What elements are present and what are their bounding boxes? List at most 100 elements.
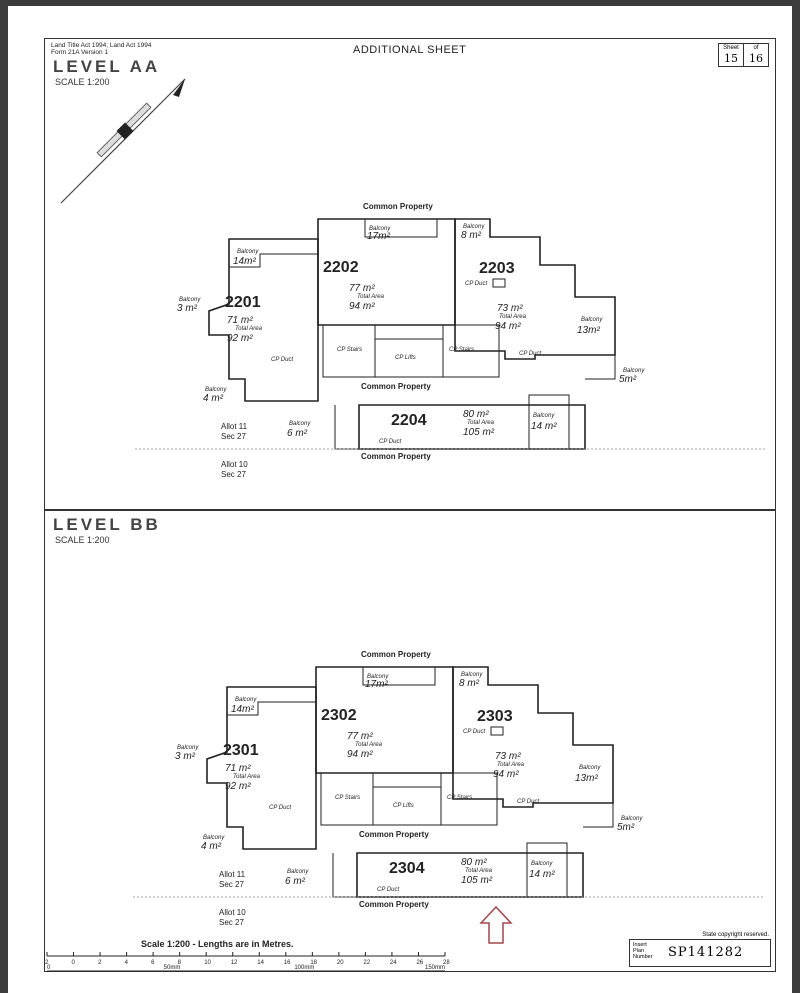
cp-stairs-label: CP Stairs [335,795,360,801]
balcony-area: 14 m² [531,421,557,432]
balcony-label: Balcony [621,816,643,822]
lot-2201-area: 71 m² [227,315,253,326]
lot-2204-label: 2204 [391,412,427,429]
level-bb-scale: SCALE 1:200 [55,535,110,545]
scale-tick-label: 2 [45,960,49,966]
balcony-label: Balcony [581,317,603,323]
balcony-area: 14 m² [529,869,555,880]
lot-2201-total-label: Total Area [235,326,263,332]
balcony-label: Balcony [203,835,225,841]
balcony-label: Balcony [463,224,485,230]
mm-tick-label: 50mm [164,965,181,971]
mm-tick-label: 0 [47,965,51,971]
mm-tick-label: 100mm [294,965,314,971]
lot-2303-outline [452,666,614,808]
balcony-label: Balcony [531,861,553,867]
plan-label-line: Number [633,954,653,960]
scale-tick-label: 4 [125,960,129,966]
balcony-label: Balcony [179,297,201,303]
balcony-area: 5m² [619,374,637,385]
balcony-label: Balcony [237,249,259,255]
lot-2203-outline [454,218,616,360]
lot-2303-area: 73 m² [495,751,521,762]
cp-duct-label: CP Duct [519,351,541,357]
plan-number-box: Insert Plan Number SP141282 [629,939,771,967]
balcony-label: Balcony [579,765,601,771]
balcony-label: Balcony [177,745,199,751]
cp-duct-label: CP Duct [379,439,401,445]
cp-stairs-label: CP Stairs [337,347,362,353]
level-aa-common-property-mid: Common Property [361,382,431,391]
cp-lifts-label: CP Lifts [393,803,414,809]
balcony-area: 3 m² [177,303,198,314]
scale-tick-label: 8 [178,960,182,966]
level-bb-common-property-bottom: Common Property [359,900,429,909]
section-label: Sec 27 [219,918,244,927]
lot-2204-total-label: Total Area [467,420,495,426]
level-aa-common-property-bottom: Common Property [361,452,431,461]
scale-tick-label: 24 [390,960,397,966]
act-line-1: Land Title Act 1994; Land Act 1994 [51,42,152,49]
up-arrow-annotation-icon [479,905,513,944]
balcony-area: 8 m² [461,230,482,241]
lot-2203-area: 73 m² [497,303,523,314]
cp-lifts-label: CP Lifts [395,355,416,361]
cp-duct-label: CP Duct [269,805,291,811]
scale-tick-label: 26 [416,960,423,966]
lot-2201-total: 92 m² [227,333,253,344]
cp-duct-label: CP Duct [377,887,399,893]
plan-number-label: Insert Plan Number [633,942,653,960]
lot-2203-total-label: Total Area [499,314,527,320]
balcony-area: 5m² [617,822,635,833]
lot-2302-area: 77 m² [347,731,373,742]
balcony-area: 6 m² [287,428,308,439]
balcony-area: 13m² [575,773,598,784]
balcony-label: Balcony [287,869,309,875]
lot-2301-total: 92 m² [225,781,251,792]
sheet-number: 15 [724,52,738,65]
allotment-label: Allot 10 [219,908,246,917]
lot-2303-total-label: Total Area [497,762,525,768]
lot-2303-total: 94 m² [493,769,519,780]
lot-2202-total: 94 m² [349,301,375,312]
scale-tick-label: 0 [72,960,76,966]
cp-duct-label: CP Duct [517,799,539,805]
scale-tick-label: 18 [310,960,317,966]
balcony-label: Balcony [205,387,227,393]
scale-tick-label: 14 [257,960,264,966]
scale-bar-title: Scale 1:200 - Lengths are in Metres. [141,939,294,949]
lot-2202-total-label: Total Area [357,294,385,300]
balcony-label: Balcony [461,672,483,678]
lot-2301-area: 71 m² [225,763,251,774]
total-sheets: 16 [749,52,763,65]
scale-tick-label: 12 [231,960,238,966]
level-aa-common-property-top: Common Property [363,202,433,211]
balcony-area: 8 m² [459,678,480,689]
section-label: Sec 27 [219,880,244,889]
lot-2204-area: 80 m² [463,409,489,420]
lot-2302-total: 94 m² [347,749,373,760]
balcony-label: Balcony [367,674,389,680]
level-aa-plan: Common Property Common Property Common P… [135,202,765,479]
balcony-area: 4 m² [201,841,222,852]
scale-tick-label: 16 [284,960,291,966]
level-bb-plan: Common Property Common Property Common P… [45,650,763,972]
balcony-area: 14m² [231,704,254,715]
lot-2202-label: 2202 [323,259,359,276]
lot-2201-outline [208,238,319,402]
lot-2304-total-label: Total Area [465,868,493,874]
plan-label-line: Plan [633,948,645,954]
balcony-area: 13m² [577,325,600,336]
act-reference: Land Title Act 1994; Land Act 1994 Form … [51,42,151,56]
cp-duct-label: CP Duct [463,729,485,735]
lot-2302-total-label: Total Area [355,742,383,748]
cp-duct-label: CP Duct [271,357,293,363]
lot-2304-label: 2304 [389,860,425,877]
lot-2304-area: 80 m² [461,857,487,868]
lot-2203-total: 94 m² [495,321,521,332]
plan-number: SP141282 [668,945,744,960]
lot-2201-label: 2201 [225,294,261,311]
lot-2302-label: 2302 [321,707,357,724]
